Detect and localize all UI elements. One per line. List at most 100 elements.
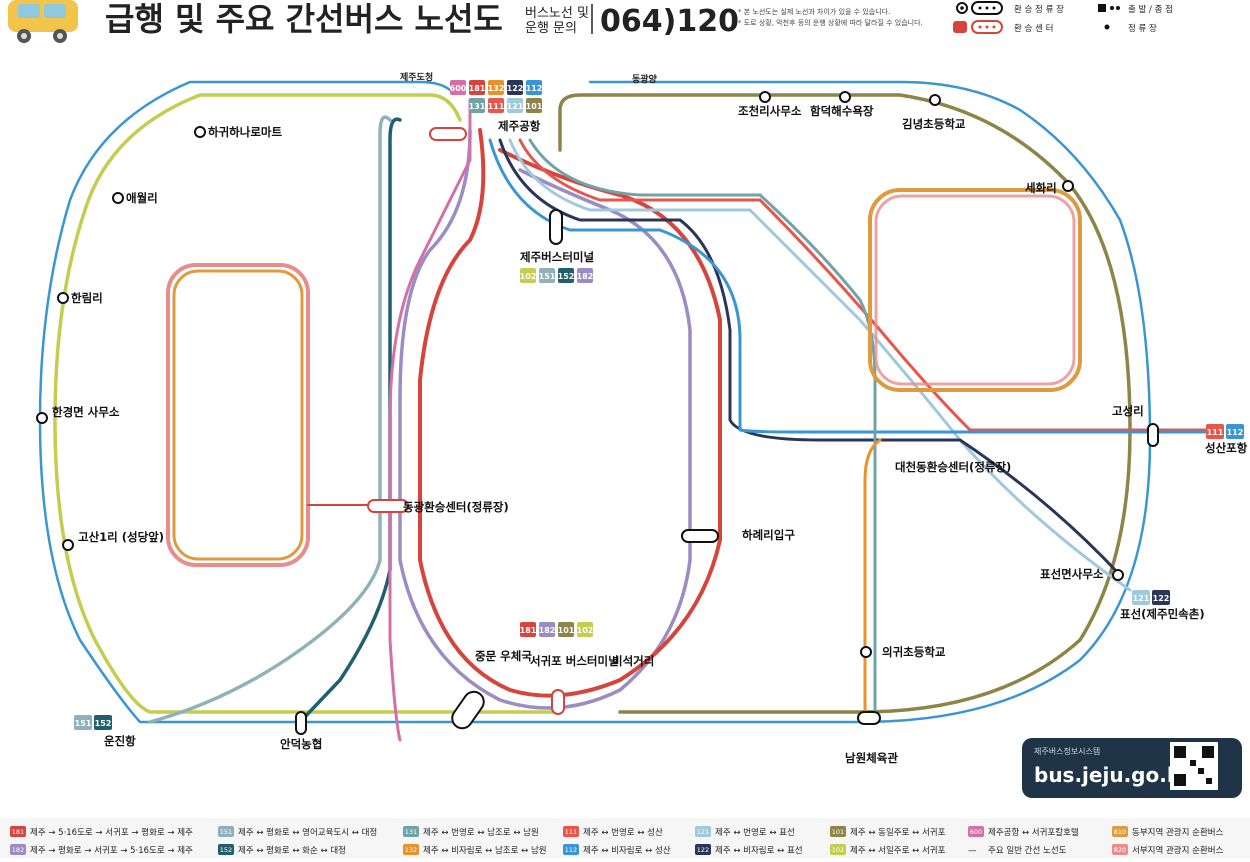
svg-text:132: 132 [488, 84, 505, 93]
route-line-132 [863, 438, 882, 722]
legend-820: 서부지역 관광지 순환버스 [1132, 845, 1224, 856]
route-line-820 [166, 263, 310, 567]
bus-info-box[interactable]: 제주버스정보시스템 bus.jeju.go.kr [1022, 738, 1242, 798]
station-ungjin: 운진항 [104, 734, 136, 748]
route-line-151 [148, 115, 392, 724]
station-andeok: 안덕농협 [280, 737, 322, 751]
svg-text:121: 121 [1133, 594, 1150, 603]
badges-west: 151 152 [74, 715, 112, 730]
station-uigwi: 의귀초등학교 [882, 645, 946, 659]
bus-info-label: 제주버스정보시스템 [1034, 746, 1100, 756]
legend-151: 제주 ↔ 평화로 ↔ 영어교육도시 ↔ 대정 [238, 827, 377, 838]
legend-112: 제주 ↔ 비자림로 ↔ 성산 [583, 845, 671, 856]
legend-600: 제주공항 ↔ 서귀포칼호텔 [988, 827, 1079, 838]
svg-text:600: 600 [450, 84, 467, 93]
legend-101: 제주 ↔ 동일주로 ↔ 서귀포 [850, 827, 946, 838]
bus-info-url[interactable]: bus.jeju.go.kr [1034, 763, 1190, 787]
badges-terminal: 102 151 152 182 [520, 268, 593, 283]
route-line-101 [558, 93, 1132, 714]
station-gimnyeong: 김녕초등학교 [902, 117, 966, 131]
route-lines [38, 80, 1207, 742]
legend-810: 동부지역 관광지 순환버스 [1132, 827, 1224, 838]
station-gosan: 고산1리 (성당앞) [78, 530, 164, 544]
route-line-102 [53, 93, 562, 714]
svg-text:102: 102 [832, 846, 844, 854]
svg-text:151: 151 [539, 272, 556, 281]
svg-text:600: 600 [970, 828, 982, 836]
svg-text:111: 111 [1207, 428, 1224, 437]
svg-text:121: 121 [697, 828, 709, 836]
legend-132: 제주 ↔ 비자림로 ↔ 남조로 ↔ 남원 [423, 845, 547, 856]
footer-legend: 181 제주 → 5·16도로 → 서귀포 → 평화로 → 제주 151 제주 … [0, 818, 1250, 858]
station-jocheon: 조천리사무소 [738, 104, 802, 118]
station-seongsan: 성산포항 [1205, 441, 1248, 455]
note-1: * 본 노선도는 실제 노선과 차이가 있을 수 있습니다. [738, 7, 890, 16]
legend-transfer-stop: 환 승 정 류 장 [1014, 4, 1064, 15]
legend-122: 제주 ↔ 비자림로 ↔ 표선 [715, 845, 803, 856]
legend-general: 주요 일반 간선 노선도 [988, 845, 1067, 856]
badges-pyoseon: 121 122 [1132, 590, 1170, 605]
station-biseok: 비석거리 [612, 654, 654, 668]
svg-text:152: 152 [558, 272, 575, 281]
svg-text:101: 101 [832, 828, 844, 836]
station-aewol: 애월리 [126, 191, 158, 205]
legend-top: 환 승 정 류 장 출 발 / 종 점 환 승 센 터 정 류 장 [953, 1, 1173, 34]
station-hangyeong: 한경면 사무소 [52, 405, 120, 419]
route-line-600 [388, 98, 472, 742]
station-donggwang-center: 동광환승센터(정류장) [403, 500, 509, 514]
svg-text:122: 122 [1153, 594, 1170, 603]
station-jeju-airport: 제주공항 [498, 119, 541, 133]
svg-text:112: 112 [1227, 428, 1244, 437]
station-jeju-doje: 제주도청 [400, 71, 433, 83]
svg-text:181: 181 [469, 84, 486, 93]
svg-text:132: 132 [405, 846, 417, 854]
badges-seogwipo: 181 182 101 102 [520, 622, 594, 637]
legend-111: 제주 ↔ 번영로 ↔ 성산 [583, 827, 663, 838]
route-line-181 [418, 128, 722, 698]
route-line-111 [518, 138, 1207, 432]
svg-text:181: 181 [12, 828, 24, 836]
phone-number: 064)120 [600, 4, 739, 39]
badges-east: 111 112 [1206, 424, 1244, 439]
inquiry-label-1: 버스노선 및 [525, 6, 589, 21]
legend-102: 제주 ↔ 서일주로 ↔ 서귀포 [850, 845, 946, 856]
legend-121: 제주 ↔ 번영로 ↔ 표선 [715, 827, 795, 838]
station-namwon: 남원체육관 [845, 751, 898, 765]
station-hallim: 한림리 [71, 291, 103, 305]
svg-text:102: 102 [577, 626, 594, 635]
svg-text:820: 820 [1114, 846, 1126, 854]
svg-text:—: — [968, 846, 977, 856]
header: 급행 및 주요 간선버스 노선도 버스노선 및 운행 문의 064)120 * … [8, 0, 1173, 43]
station-hagwi: 하귀하나로마트 [208, 125, 282, 139]
svg-text:152: 152 [95, 719, 112, 728]
legend-181: 제주 → 5·16도로 → 서귀포 → 평화로 → 제주 [30, 827, 193, 838]
station-daecheon: 대천동환승센터(정류장) [895, 460, 1011, 474]
station-jungmun: 중문 우체국 [475, 649, 532, 663]
station-sehwa: 세화리 [1025, 181, 1057, 195]
inquiry-label-2: 운행 문의 [525, 20, 577, 36]
svg-text:102: 102 [520, 272, 537, 281]
svg-text:111: 111 [565, 828, 577, 836]
legend-131: 제주 ↔ 번영로 ↔ 남조로 ↔ 남원 [423, 827, 539, 838]
station-goseong: 고성리 [1112, 404, 1144, 418]
svg-text:182: 182 [539, 626, 556, 635]
route-line-112-inner [488, 138, 1207, 434]
station-dongwang: 동광양 [632, 73, 658, 85]
station-pyoseon-office: 표선면사무소 [1040, 567, 1104, 581]
legend-182: 제주 → 평화로 → 서귀포 → 5·16도로 → 제주 [30, 845, 193, 856]
legend-152: 제주 ↔ 평화로 ↔ 화순 ↔ 대정 [238, 845, 346, 856]
svg-text:810: 810 [1114, 828, 1126, 836]
station-hamdeok: 함덕해수욕장 [810, 104, 874, 118]
jeju-airport-transfer[interactable] [429, 127, 467, 141]
route-line-182 [398, 128, 692, 710]
svg-text:152: 152 [220, 846, 232, 854]
route-line-152 [298, 117, 402, 724]
svg-text:121: 121 [507, 102, 524, 111]
stations: 제주공항 제주도청 하귀하나로마트 애월리 한림리 한경면 사무소 고산1리 (… [36, 71, 1248, 765]
svg-text:151: 151 [220, 828, 232, 836]
station-seogwipo-terminal: 서귀포 버스터미널 [530, 654, 619, 668]
route-line-112-outer [38, 80, 1152, 724]
svg-text:101: 101 [558, 626, 575, 635]
legend-transfer-center: 환 승 센 터 [1014, 23, 1053, 34]
